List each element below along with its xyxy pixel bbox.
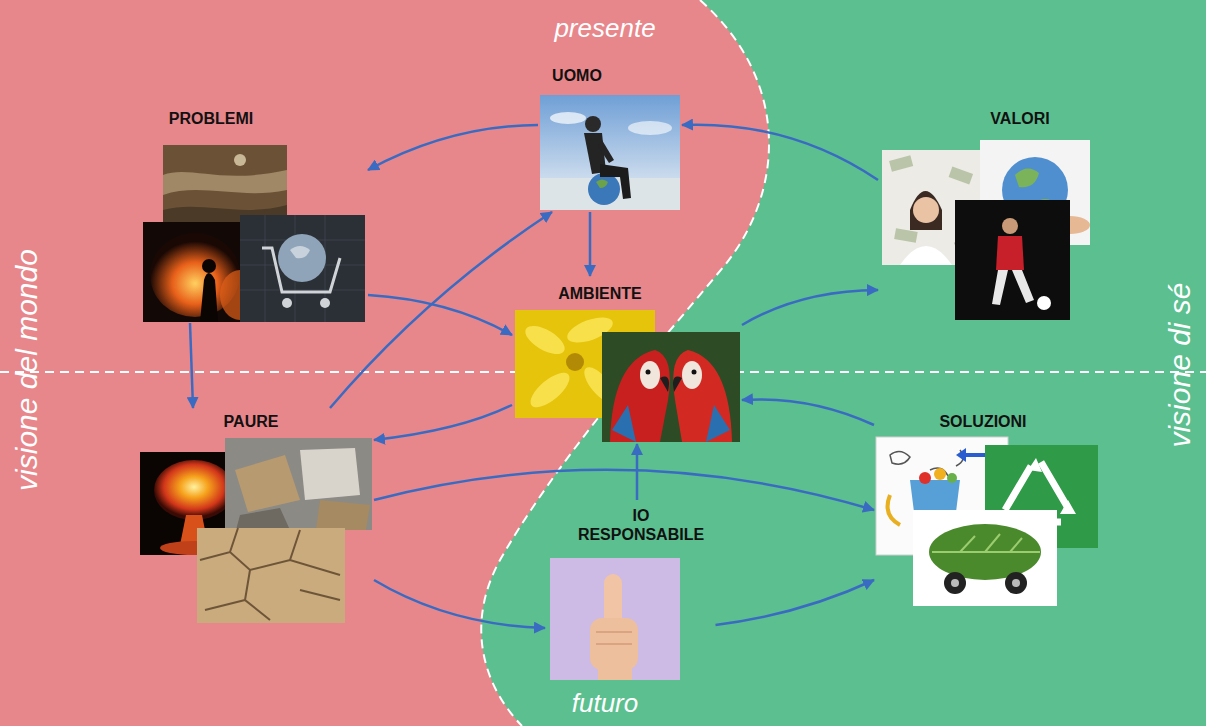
flow-arrow: [589, 212, 592, 276]
flow-arrow: [716, 580, 875, 625]
concept-node: VALORI: [878, 105, 1092, 321]
axis-label: visione del mondo: [10, 249, 44, 491]
node-title: SOLUZIONI: [939, 412, 1026, 431]
flow-arrow: [742, 290, 878, 325]
concept-node: UOMO: [538, 62, 682, 212]
flow-arrow: [374, 405, 512, 440]
node-title: IO RESPONSABILE: [569, 506, 714, 544]
flow-arrow: [190, 323, 193, 408]
pink-ground: [0, 0, 769, 726]
flow-arrow: [682, 125, 878, 180]
concept-node: AMBIENTE: [512, 276, 742, 444]
time-label: presente: [554, 13, 655, 44]
flow-arrow: [368, 125, 538, 170]
concept-node: PAURE: [138, 408, 374, 624]
node-title: UOMO: [552, 66, 602, 85]
flow-arrow: [374, 470, 874, 510]
hand-photo: [550, 558, 680, 680]
problems-photos: [143, 145, 365, 322]
man-photo: [540, 95, 680, 210]
node-title: AMBIENTE: [558, 284, 642, 303]
time-label: futuro: [572, 688, 639, 719]
fears-photos: [140, 438, 372, 623]
environment-photos: [515, 310, 740, 442]
node-title: VALORI: [990, 109, 1049, 128]
concept-node: IO RESPONSABILE: [545, 500, 716, 682]
node-title: PAURE: [224, 412, 279, 431]
node-title: PROBLEMI: [169, 109, 253, 128]
flow-arrow: [330, 212, 552, 408]
flow-arrow: [742, 399, 874, 425]
divider-curve: [481, 0, 769, 726]
concept-node: PROBLEMI: [140, 105, 368, 323]
values-photos: [882, 140, 1090, 320]
solutions-photos: [876, 437, 1098, 606]
axis-label: visione di sé: [1163, 282, 1197, 447]
flow-arrow: [636, 444, 639, 500]
flow-arrow: [368, 295, 512, 335]
flow-arrow: [374, 580, 545, 628]
concept-node: SOLUZIONI: [874, 408, 1100, 608]
